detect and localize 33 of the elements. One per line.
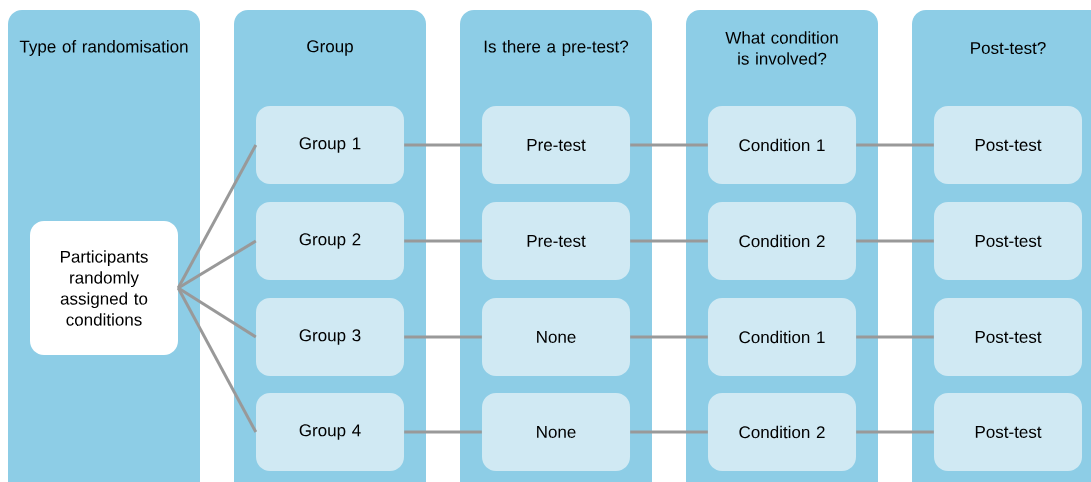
rounded-box: Pre-test bbox=[482, 106, 630, 184]
connector-line bbox=[404, 430, 482, 434]
rounded-box: Post-test bbox=[934, 106, 1082, 184]
connector-line bbox=[177, 286, 257, 339]
connector-line bbox=[404, 335, 482, 339]
connector-line bbox=[630, 335, 708, 339]
rounded-box: Group 4 bbox=[256, 393, 404, 471]
rounded-box: Condition 2 bbox=[708, 393, 856, 471]
rounded-box: Post-test bbox=[934, 202, 1082, 280]
rounded-box: Group 1 bbox=[256, 106, 404, 184]
connector-line bbox=[630, 143, 708, 147]
connector-line bbox=[404, 143, 482, 147]
rounded-box: Condition 1 bbox=[708, 298, 856, 376]
rounded-box: Post-test bbox=[934, 298, 1082, 376]
rounded-box: None bbox=[482, 393, 630, 471]
connector-line bbox=[856, 143, 934, 147]
rounded-box: Post-test bbox=[934, 393, 1082, 471]
connector-line bbox=[404, 239, 482, 243]
connector-line bbox=[176, 144, 258, 289]
connector-line bbox=[176, 287, 258, 433]
connector-line bbox=[630, 239, 708, 243]
rounded-box: Condition 1 bbox=[708, 106, 856, 184]
connector-line bbox=[630, 430, 708, 434]
text-box: Participants randomly assigned to conditions bbox=[30, 221, 178, 355]
connector-line bbox=[856, 239, 934, 243]
rounded-box: Group 2 bbox=[256, 202, 404, 280]
connector-line bbox=[856, 335, 934, 339]
rounded-box: Pre-test bbox=[482, 202, 630, 280]
rounded-box: Group 3 bbox=[256, 298, 404, 376]
connector-line bbox=[177, 239, 257, 290]
connector-line bbox=[856, 430, 934, 434]
rounded-box: Condition 2 bbox=[708, 202, 856, 280]
rounded-box: None bbox=[482, 298, 630, 376]
